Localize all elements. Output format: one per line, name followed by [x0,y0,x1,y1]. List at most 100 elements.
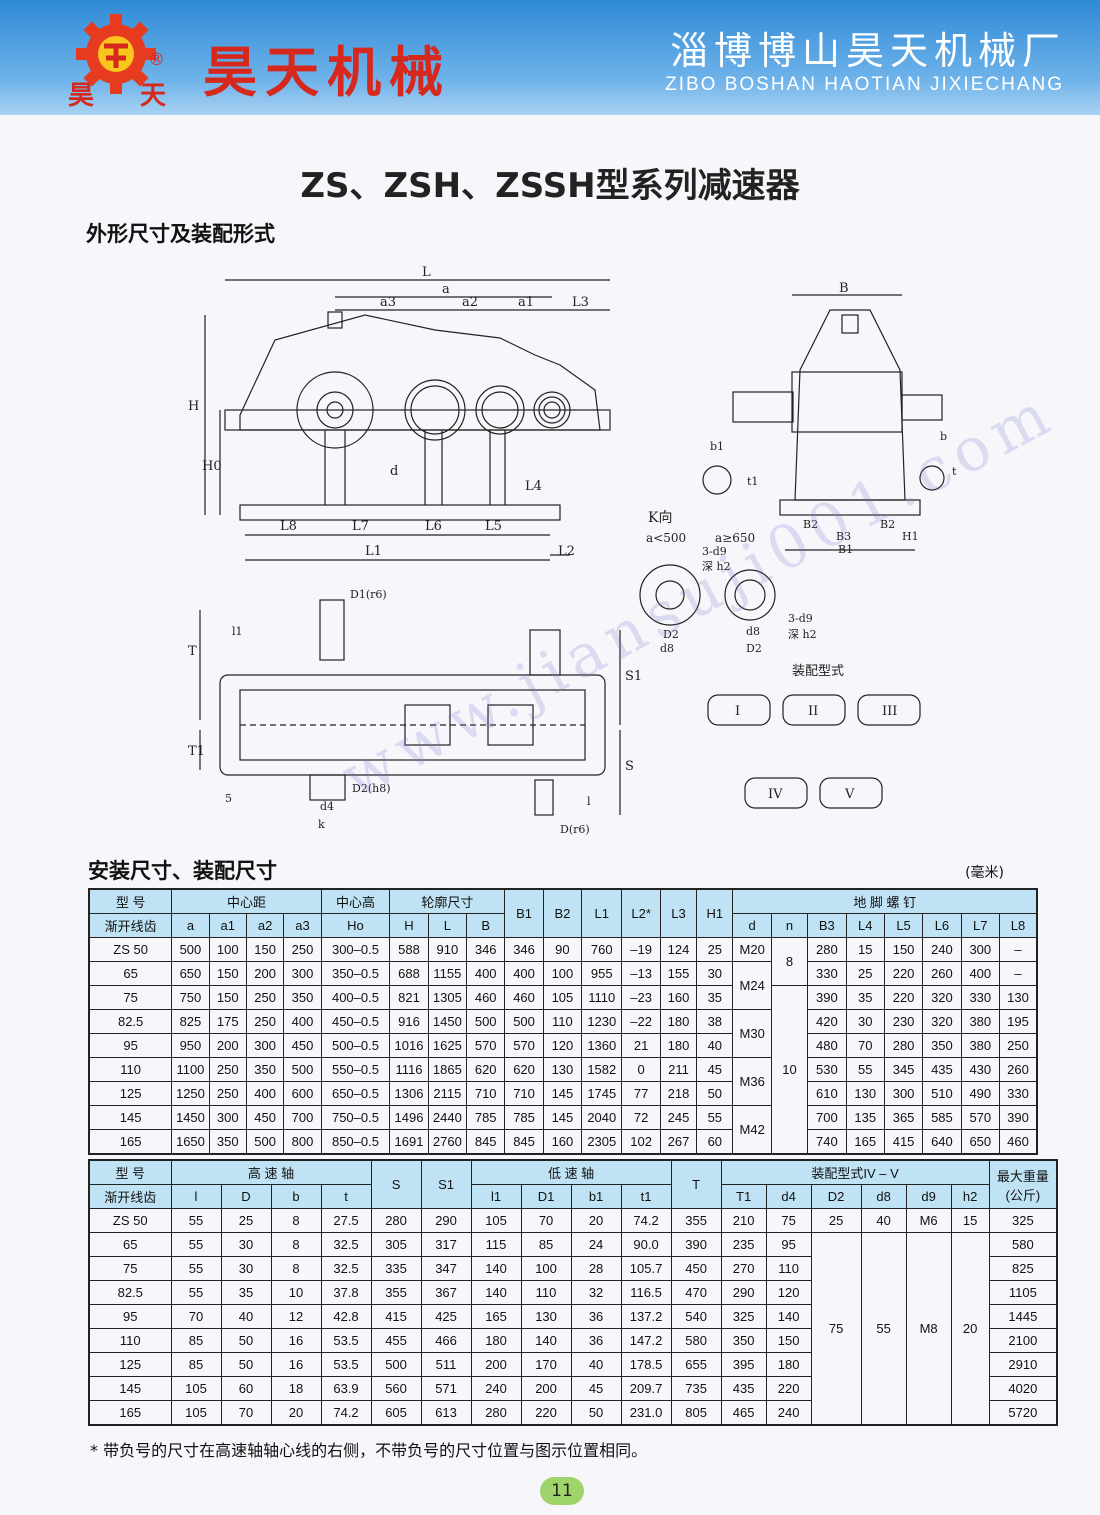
th2-sub-6: D1 [520,1184,572,1209]
dim-S1: S1 [625,669,642,684]
k-D2-right: D2 [746,642,762,655]
table2-cell: 305 [370,1232,422,1257]
table2-weight-cell: 4020 [988,1376,1058,1401]
dim-d: d [390,464,398,479]
table1-cell: 688 [389,961,429,986]
table2-cell: 105 [170,1400,222,1426]
table2-cell: 347 [420,1256,472,1281]
table1-cell: 300 [960,937,1000,962]
table1-cell: 400 [466,961,506,986]
logo-char-left: 昊 [68,81,95,111]
th-L2: L2* [621,888,661,938]
th-H1: H1 [696,888,734,938]
table1-cell: 350–0.5 [320,961,391,986]
k-D2-left: D2 [663,628,679,641]
dim-L6: L6 [425,519,442,534]
th-B2: B2 [542,888,583,938]
table2-cell: 290 [720,1280,767,1305]
table1-cell: 910 [427,937,468,962]
th2-sub-9: T1 [720,1184,767,1209]
th-L3: L3 [659,888,698,938]
k-view [639,564,776,626]
k-depth2: 深 h2 [788,628,817,641]
table1-cell: 460 [466,985,506,1010]
th2-sub-7: b1 [570,1184,622,1209]
th-sub-15: L7 [960,913,1000,938]
table2-cell: 355 [370,1280,422,1305]
table2-cell: 105 [470,1208,522,1233]
dim-T1: T1 [188,744,205,759]
table1-cell: 60 [696,1129,734,1155]
table2-cell: 355 [670,1208,722,1233]
dim-L4: L4 [525,479,542,494]
dim-H1: H1 [902,530,919,543]
table1-cell: 220 [883,961,924,986]
dim-H0: H0 [202,459,222,474]
table1-cell: 710 [466,1081,506,1106]
table2-asm-cell: 15 [950,1208,990,1233]
dim-L3: L3 [572,295,589,310]
table2-model-cell: 82.5 [88,1280,172,1305]
table2-cell: 16 [270,1328,322,1353]
table1-cell: 1016 [389,1033,429,1058]
table1-cell: 130 [845,1081,885,1106]
table1-cell: 700 [807,1105,847,1130]
table2-cell: 450 [670,1256,722,1281]
dim-L1: L1 [365,544,382,559]
table1-cell: 480 [807,1033,847,1058]
table1-cell: 150 [208,985,247,1010]
table1-cell: 300 [283,961,322,986]
table1-cell: 420 [807,1009,847,1034]
table2-cell: 200 [520,1376,572,1401]
table2-cell: 425 [420,1304,472,1329]
table1-cell: 640 [922,1129,962,1155]
table2-cell: 180 [470,1328,522,1353]
dim-t1: t1 [747,475,758,488]
table2-cell: 85 [520,1232,572,1257]
table1-cell: 740 [807,1129,847,1155]
table1-cell: 40 [696,1033,734,1058]
table1-cell: 390 [807,985,847,1010]
table2-cell: 613 [420,1400,472,1426]
th2-S1: S1 [420,1159,472,1209]
table1-cell: 500 [245,1129,285,1155]
table1-cell: 77 [621,1081,661,1106]
th2-sub-8: t1 [620,1184,672,1209]
table2-cell: 35 [220,1280,272,1305]
table1-cell: 90 [542,937,583,962]
table2-model-cell: 95 [88,1304,172,1329]
table1-cell: M36 [732,1057,772,1106]
th2-sub-5: l1 [470,1184,522,1209]
table1-cell: 435 [922,1057,962,1082]
table1-cell: 710 [504,1081,544,1106]
table2-cell: 367 [420,1280,472,1305]
table2-cell: 240 [765,1400,812,1426]
table2-cell: 40 [220,1304,272,1329]
table2-cell: 130 [520,1304,572,1329]
table1-cell: 430 [960,1057,1000,1082]
table2-asm-cell: 25 [810,1208,862,1233]
table2-cell: 8 [270,1232,322,1257]
table1-cell: 250 [998,1033,1038,1058]
table1-model-cell: ZS 50 [88,937,173,962]
dim-B: B [839,281,849,296]
table2-cell: 500 [370,1352,422,1377]
registered-mark: ® [148,50,165,70]
table1-cell: 346 [466,937,506,962]
table1-cell: 620 [466,1057,506,1082]
table2-cell: 466 [420,1328,472,1353]
table1-cell: 320 [922,1009,962,1034]
table1-cell: 380 [960,1033,1000,1058]
table2-cell: 36 [570,1304,622,1329]
dim-D2h8: D2(h8) [352,782,390,795]
table2-cell: 150 [765,1328,812,1353]
table1-cell: 785 [466,1105,506,1130]
table1-cell: 102 [621,1129,661,1155]
table2-cell: 390 [670,1232,722,1257]
table1-cell: 160 [659,985,698,1010]
dim-t: t [952,465,957,478]
table1-cell: – [998,937,1038,962]
table2-cell: 8 [270,1208,322,1233]
